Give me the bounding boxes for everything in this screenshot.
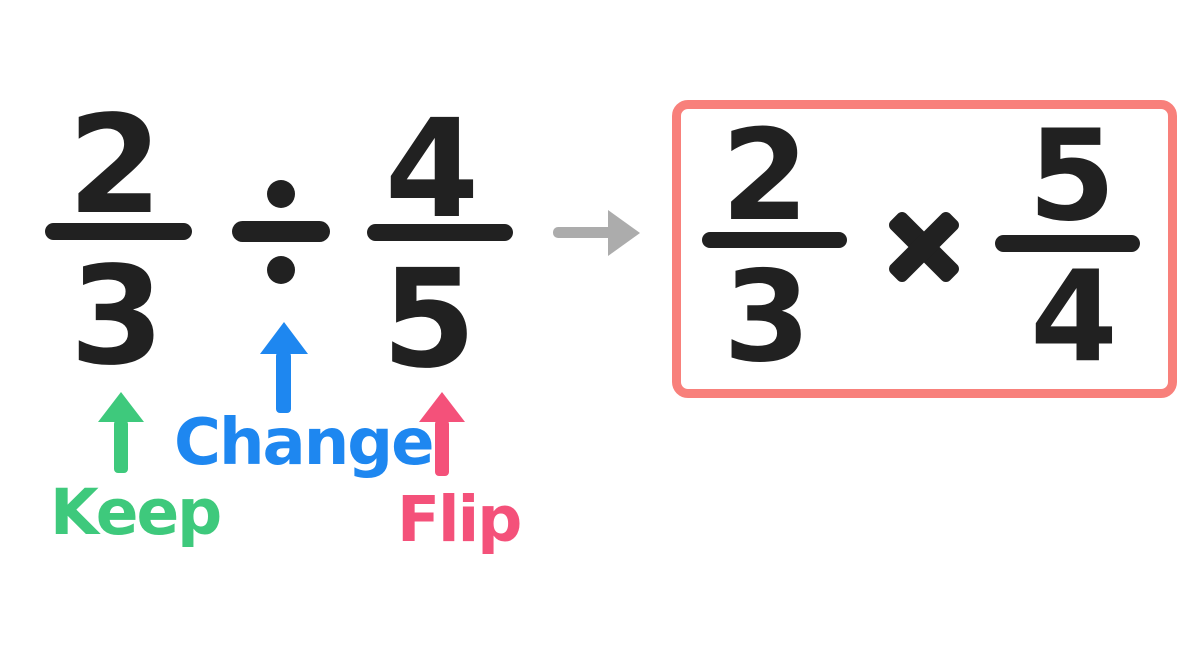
divisor-denominator: 5 — [381, 241, 477, 399]
dividend-numerator: 2 — [67, 87, 163, 245]
result-second-numerator: 5 — [1028, 102, 1116, 249]
change-arrow-icon — [260, 322, 308, 354]
result-first-numerator: 2 — [721, 102, 809, 249]
division-top-dot — [267, 180, 295, 208]
keep-arrow-shaft — [114, 420, 128, 473]
flip-label: Flip — [397, 483, 522, 556]
division-bottom-dot — [267, 256, 295, 284]
result-first-denominator: 3 — [723, 243, 811, 390]
divisor-fraction-bar — [367, 224, 513, 241]
transform-arrow-shaft — [553, 227, 615, 238]
dividend-fraction-bar — [45, 223, 192, 240]
division-bar — [232, 221, 330, 242]
keep-arrow-icon — [98, 392, 144, 422]
transform-arrow-head — [608, 210, 640, 256]
result-second-denominator: 4 — [1030, 243, 1118, 390]
change-arrow-shaft — [276, 352, 291, 413]
dividend-denominator: 3 — [69, 238, 165, 396]
keep-label: Keep — [50, 476, 222, 549]
flip-arrow-icon — [419, 392, 465, 422]
change-label: Change — [174, 406, 434, 480]
result-first-fraction-bar — [702, 232, 847, 248]
flip-arrow-shaft — [435, 420, 449, 476]
result-second-fraction-bar — [995, 235, 1140, 252]
divisor-numerator: 4 — [384, 91, 480, 249]
